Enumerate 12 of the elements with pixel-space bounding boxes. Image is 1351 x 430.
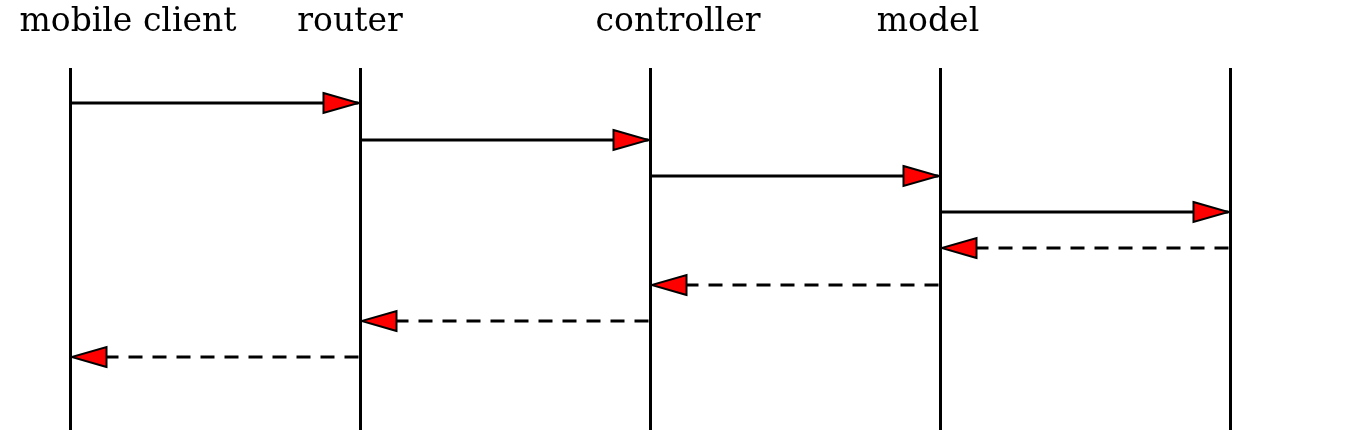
message-arrow <box>361 129 650 151</box>
message-arrow <box>71 92 360 114</box>
lifeline-label: model <box>875 0 981 40</box>
return-arrow <box>940 237 1229 259</box>
lifeline-label: router <box>296 0 404 40</box>
return-arrow <box>70 346 359 368</box>
return-arrow <box>650 274 939 296</box>
lifeline-label: controller <box>594 0 762 40</box>
message-arrow <box>651 165 940 187</box>
lifeline-label: mobile client <box>18 0 238 40</box>
message-arrow <box>941 201 1230 223</box>
return-arrow <box>360 310 649 332</box>
